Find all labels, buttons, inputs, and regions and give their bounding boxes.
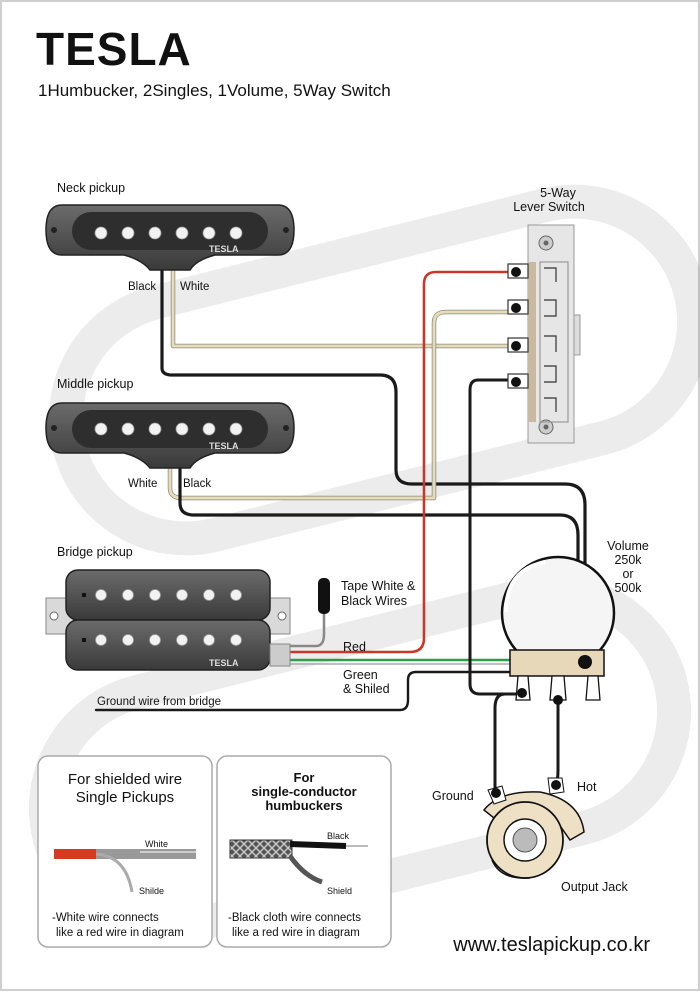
switch-solder-points (511, 267, 521, 387)
green-wire-label-line1: Green (343, 668, 378, 682)
note-conductor-title-line1: For (294, 770, 315, 785)
red-wire-label: Red (343, 640, 366, 654)
jack-label: Output Jack (561, 880, 628, 894)
note-conductor-shield-label: Shield (327, 886, 352, 896)
ground-wire-label: Ground wire from bridge (97, 696, 221, 708)
neck-white-label: White (180, 281, 209, 293)
note-conductor-title-line2: single-conductor (251, 784, 356, 799)
five-way-switch (507, 224, 581, 444)
middle-pickup-brand: TESLA (209, 441, 239, 451)
note-shielded-title-line1: For shielded wire (68, 771, 182, 788)
volume-label-line3: or (622, 567, 633, 581)
switch-contacts (539, 261, 569, 423)
svg-text:TESLA: TESLA (36, 23, 192, 75)
neck-black-label: Black (128, 281, 156, 293)
middle-pickup: TESLA (45, 402, 295, 469)
bridge-pole-pieces-top (95, 589, 242, 601)
neck-pickup-label: Neck pickup (57, 181, 125, 195)
middle-black-wire (178, 464, 580, 662)
website-url: www.teslapickup.co.kr (452, 934, 650, 956)
switch-output-wire (468, 378, 522, 696)
middle-pickup-label: Middle pickup (57, 377, 133, 391)
note-shielded-text-line2: like a red wire in diagram (56, 927, 184, 939)
note-shielded-title-line2: Single Pickups (76, 789, 174, 806)
tape-wire (288, 610, 326, 648)
bridge-pole-pieces-bottom (95, 634, 242, 646)
bridge-pickup-label: Bridge pickup (57, 545, 133, 559)
jack-hot-label: Hot (577, 780, 597, 794)
tape-wires (318, 578, 330, 614)
note-shielded-text-line1: -White wire connects (52, 912, 159, 924)
ground-wire (94, 670, 522, 712)
note-shielded-box: For shielded wire Single Pickups White S… (37, 755, 213, 948)
note-shielded-shield-label: Shilde (139, 886, 164, 896)
jack-ground-wire (493, 692, 522, 792)
tape-label-line1: Tape White & (341, 579, 416, 593)
bridge-pickup-brand: TESLA (209, 658, 239, 668)
red-wire (286, 270, 520, 654)
note-single-conductor-box: For single-conductor humbuckers Black Sh… (216, 755, 392, 948)
switch-label-line2: Lever Switch (513, 200, 585, 214)
diagram-title: 1Humbucker, 2Singles, 1Volume, 5Way Swit… (38, 81, 391, 100)
note-conductor-text-line1: -Black cloth wire connects (228, 912, 361, 924)
volume-label-line2: 250k (614, 553, 642, 567)
note-conductor-title-line3: humbuckers (265, 798, 342, 813)
jack-ground-label: Ground (432, 789, 474, 803)
volume-label-line4: 500k (614, 581, 642, 595)
note-shielded-white-label: White (145, 839, 168, 849)
note-conductor-black-label: Black (327, 831, 350, 841)
volume-label-line1: Volume (607, 539, 649, 553)
middle-black-label: Black (183, 478, 211, 490)
middle-pole-pieces (94, 422, 243, 436)
brand-logo: TESLA (36, 23, 192, 75)
note-conductor-text-line2: like a red wire in diagram (232, 927, 360, 939)
switch-label-line1: 5-Way (540, 186, 576, 200)
output-jack (482, 777, 585, 879)
green-wire-label-line2: & Shiled (343, 682, 390, 696)
bridge-pickup: TESLA (45, 569, 291, 671)
neck-pickup: TESLA (45, 204, 295, 271)
tape-label-line2: Black Wires (341, 594, 407, 608)
volume-pot (500, 555, 616, 705)
wires (94, 263, 587, 792)
middle-white-label: White (128, 478, 157, 490)
neck-pickup-brand: TESLA (209, 244, 239, 254)
neck-black-wire (160, 264, 587, 662)
neck-pole-pieces (94, 226, 243, 240)
